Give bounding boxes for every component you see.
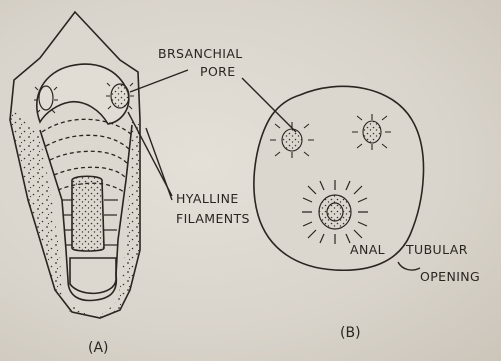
leader-hyalline-2	[146, 128, 172, 200]
figure-a	[10, 12, 140, 318]
label-branchial-line1: BRSANCHIAL	[158, 46, 243, 61]
figure-b-body-outline	[254, 86, 424, 270]
label-hyalline-line1: HYALLINE	[176, 191, 239, 206]
label-hyalline-line2: FILAMENTS	[176, 211, 250, 226]
label-branchial-line2: PORE	[200, 64, 236, 79]
figure-b-pore-large	[302, 180, 368, 244]
figure-a-central-column	[72, 176, 104, 251]
label-tubular: TUBULAR	[405, 242, 468, 257]
label-opening: OPENING	[420, 269, 480, 284]
caption-fig-b: (B)	[340, 325, 361, 341]
label-anal: ANAL	[350, 242, 385, 257]
caption-fig-a: (A)	[88, 340, 109, 356]
leader-anal-brace	[398, 262, 420, 270]
figure-b	[254, 86, 424, 270]
